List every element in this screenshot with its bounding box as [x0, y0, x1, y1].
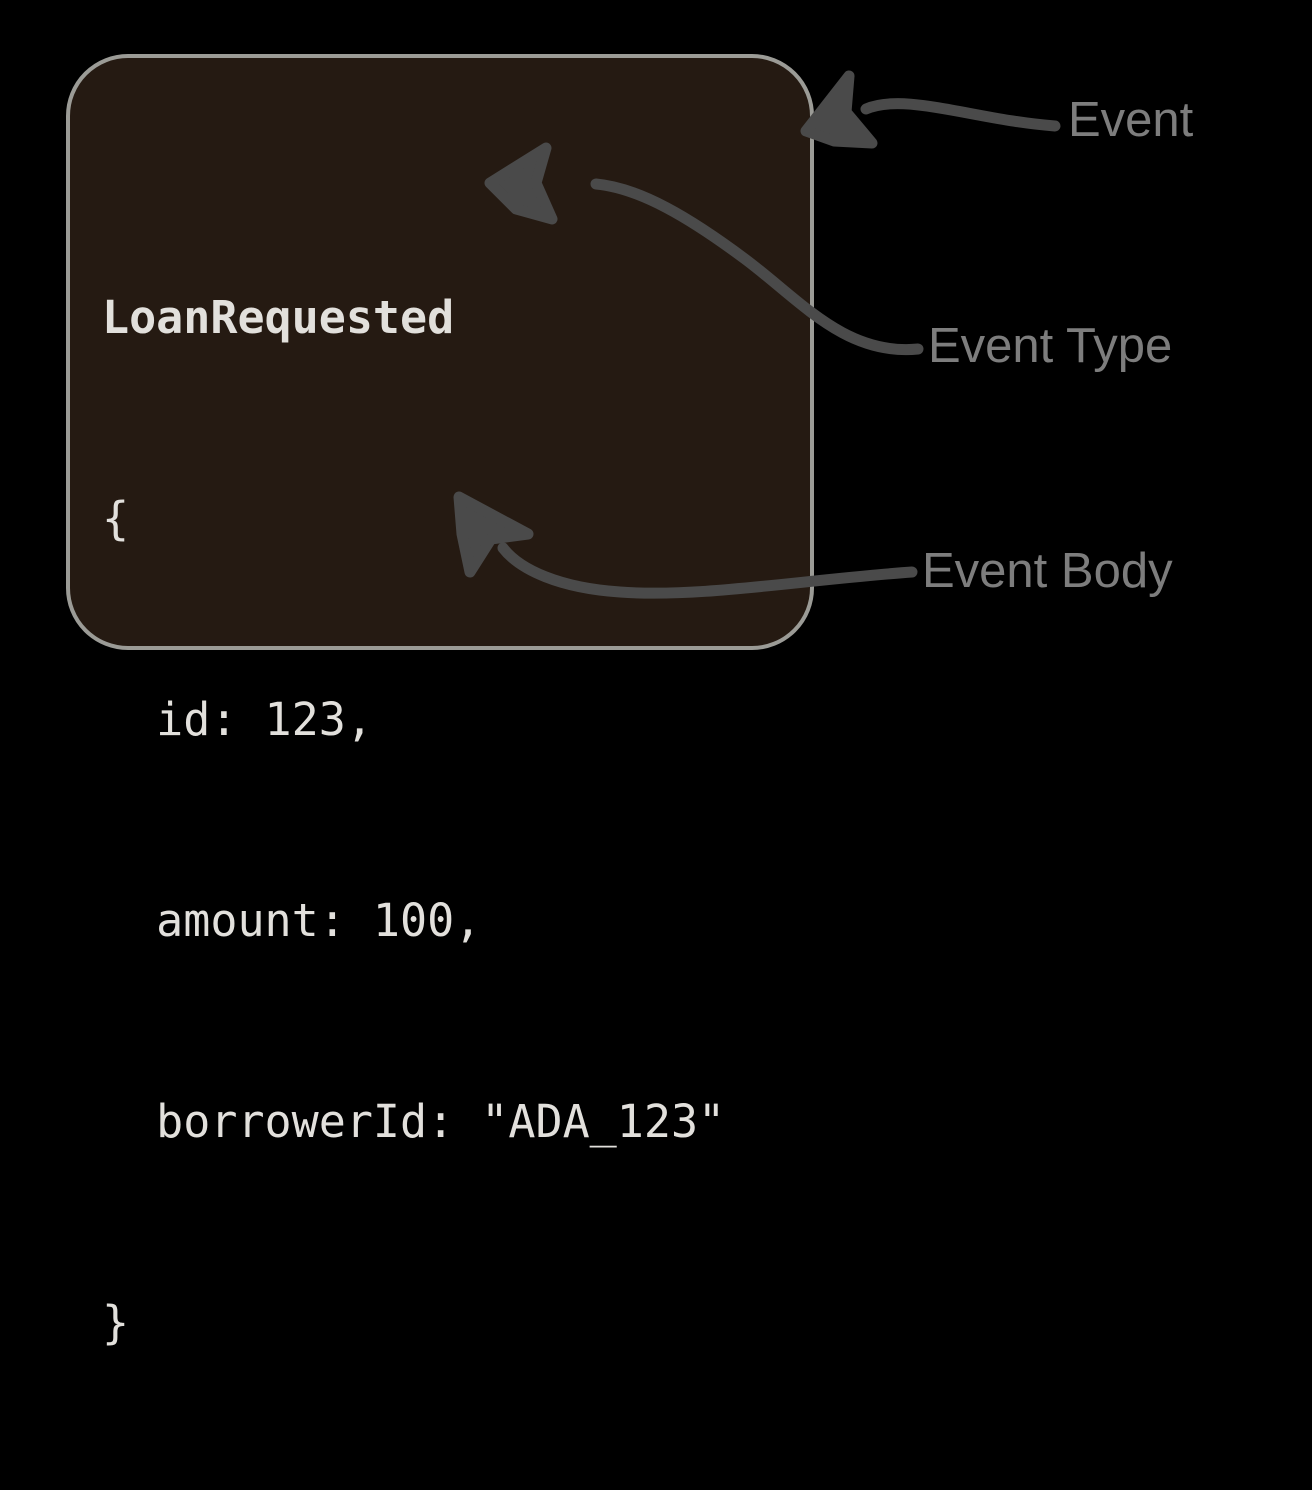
event-body-line-open: {	[102, 492, 130, 545]
event-type-text: LoanRequested	[102, 291, 455, 344]
event-body-line-close: }	[102, 1296, 130, 1349]
annotation-label-event: Event	[1068, 93, 1194, 147]
diagram-canvas: LoanRequested { id: 123, amount: 100, bo…	[66, 54, 1194, 1349]
event-body-line-id: id: 123,	[102, 693, 373, 746]
arrowhead-event-icon	[800, 70, 878, 149]
annotation-arrow-event	[800, 70, 1061, 149]
annotation-label-event-body: Event Body	[922, 544, 1173, 598]
event-body-line-borrowerid: borrowerId: "ADA_123"	[102, 1095, 726, 1148]
event-card: LoanRequested { id: 123, amount: 100, bo…	[66, 54, 814, 1349]
annotation-label-event-type: Event Type	[928, 319, 1173, 373]
event-body-line-amount: amount: 100,	[102, 894, 482, 947]
event-card-text: LoanRequested { id: 123, amount: 100, bo…	[102, 150, 802, 1490]
